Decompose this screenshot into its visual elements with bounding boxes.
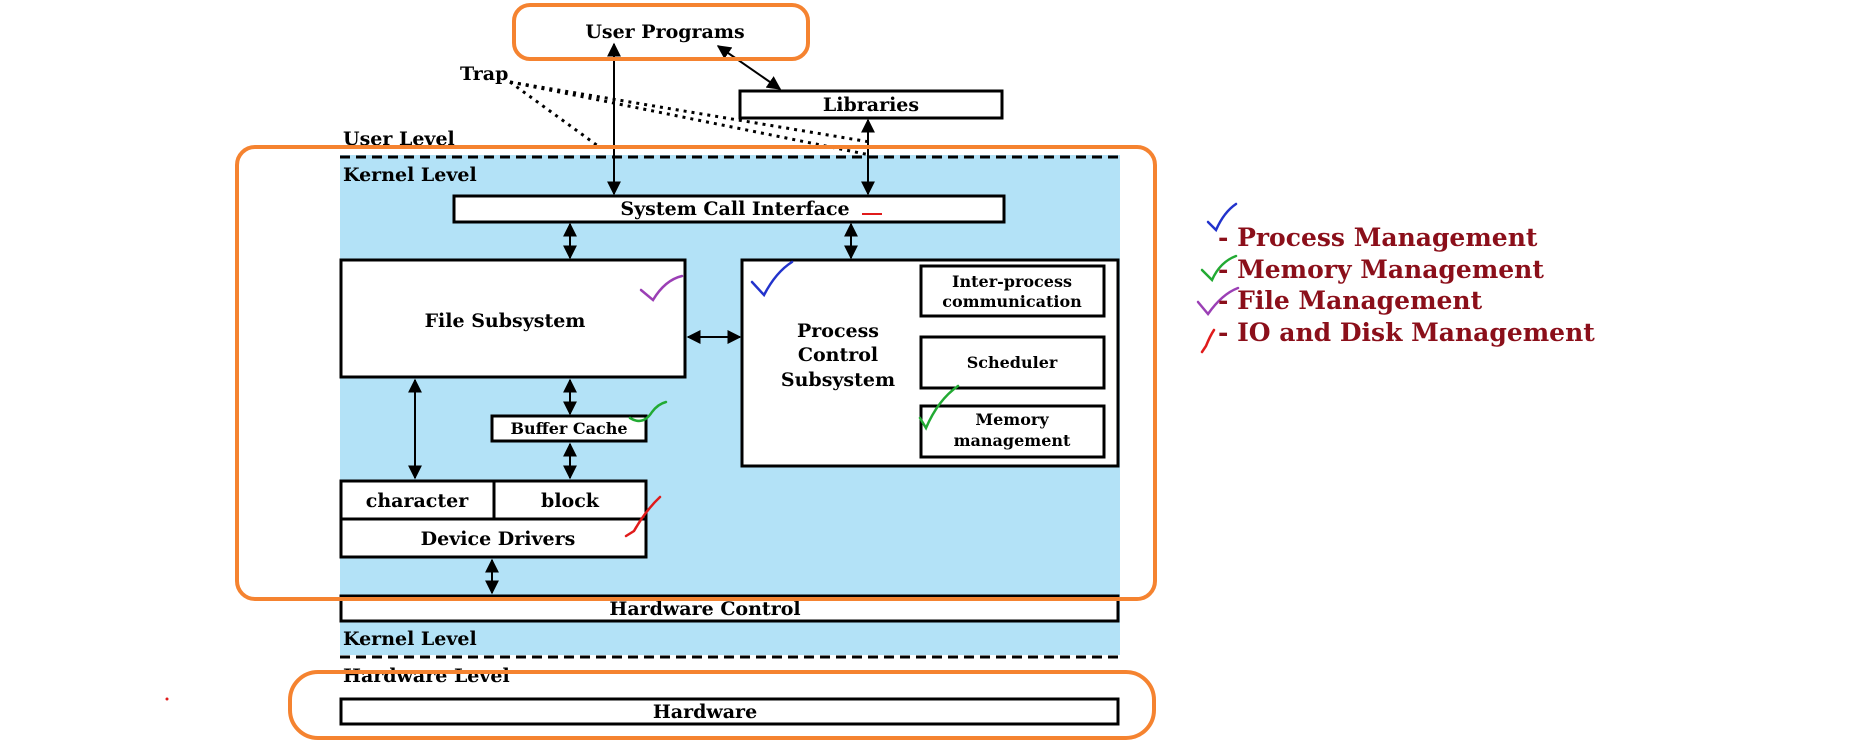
scheduler-label: Scheduler [967, 353, 1058, 372]
process-control-line-3: Subsystem [781, 369, 895, 391]
legend-item-2: - Memory Management [1218, 255, 1544, 284]
inter-process-line-1: Inter-process [952, 272, 1072, 291]
check-icon-process-control [750, 260, 794, 298]
process-control-line-2: Control [798, 344, 878, 366]
stray-red-dot [165, 697, 169, 701]
hardware-control-label: Hardware Control [609, 598, 800, 620]
hardware-highlight [288, 670, 1156, 740]
user-programs-label: User Programs [585, 21, 744, 43]
trap-label: Trap [460, 63, 508, 85]
hardware-box [339, 697, 1120, 726]
memory-management-line-1: Memory [975, 410, 1049, 429]
check-icon-buffer-cache [628, 400, 668, 423]
libraries-label: Libraries [823, 94, 919, 116]
libraries-box [738, 89, 1004, 120]
hardware-level-label: Hardware Level [343, 665, 510, 687]
check-icon-device-drivers [624, 495, 662, 538]
legend-check-icon-1 [1206, 202, 1238, 233]
file-subsystem-label: File Subsystem [425, 310, 586, 332]
kernel-level-top-label: Kernel Level [343, 164, 477, 186]
system-call-interface-box [452, 194, 1006, 224]
buffer-cache-label: Buffer Cache [510, 419, 627, 438]
inter-process-box [919, 264, 1106, 318]
check-icon-file-subsystem [639, 274, 684, 302]
device-drivers-label: Device Drivers [421, 528, 576, 550]
memory-management-box [919, 404, 1106, 459]
kernel-level-bottom-label: Kernel Level [343, 628, 477, 650]
scheduler-box [919, 335, 1106, 390]
legend-item-1: - Process Management [1218, 223, 1538, 252]
legend-item-4: - IO and Disk Management [1218, 318, 1595, 347]
system-call-interface-label: System Call Interface [620, 198, 849, 220]
buffer-cache-box [490, 414, 648, 443]
file-subsystem-box [339, 258, 687, 379]
kernel-highlight [235, 145, 1157, 601]
process-control-line-1: Process [797, 320, 879, 342]
user-level-label: User Level [343, 128, 455, 150]
user-programs-highlight [512, 3, 810, 61]
legend-check-icon-3 [1196, 286, 1240, 317]
legend: - Process Management - Memory Management… [1196, 202, 1595, 354]
character-label: character [366, 490, 469, 512]
hardware-label: Hardware [653, 701, 757, 723]
trap-dotted-middle [509, 80, 871, 157]
legend-check-icon-2 [1200, 254, 1238, 283]
legend-item-3: - File Management [1218, 286, 1483, 315]
inter-process-line-2: communication [942, 292, 1082, 311]
block-label: block [541, 490, 600, 512]
check-icon-memory-management [918, 384, 960, 431]
trap-dotted-right [509, 80, 871, 144]
trap-dotted-left [509, 80, 599, 148]
programs-libraries-arrow [716, 45, 782, 90]
legend-check-icon-4 [1200, 328, 1216, 354]
memory-management-line-2: management [954, 431, 1071, 450]
